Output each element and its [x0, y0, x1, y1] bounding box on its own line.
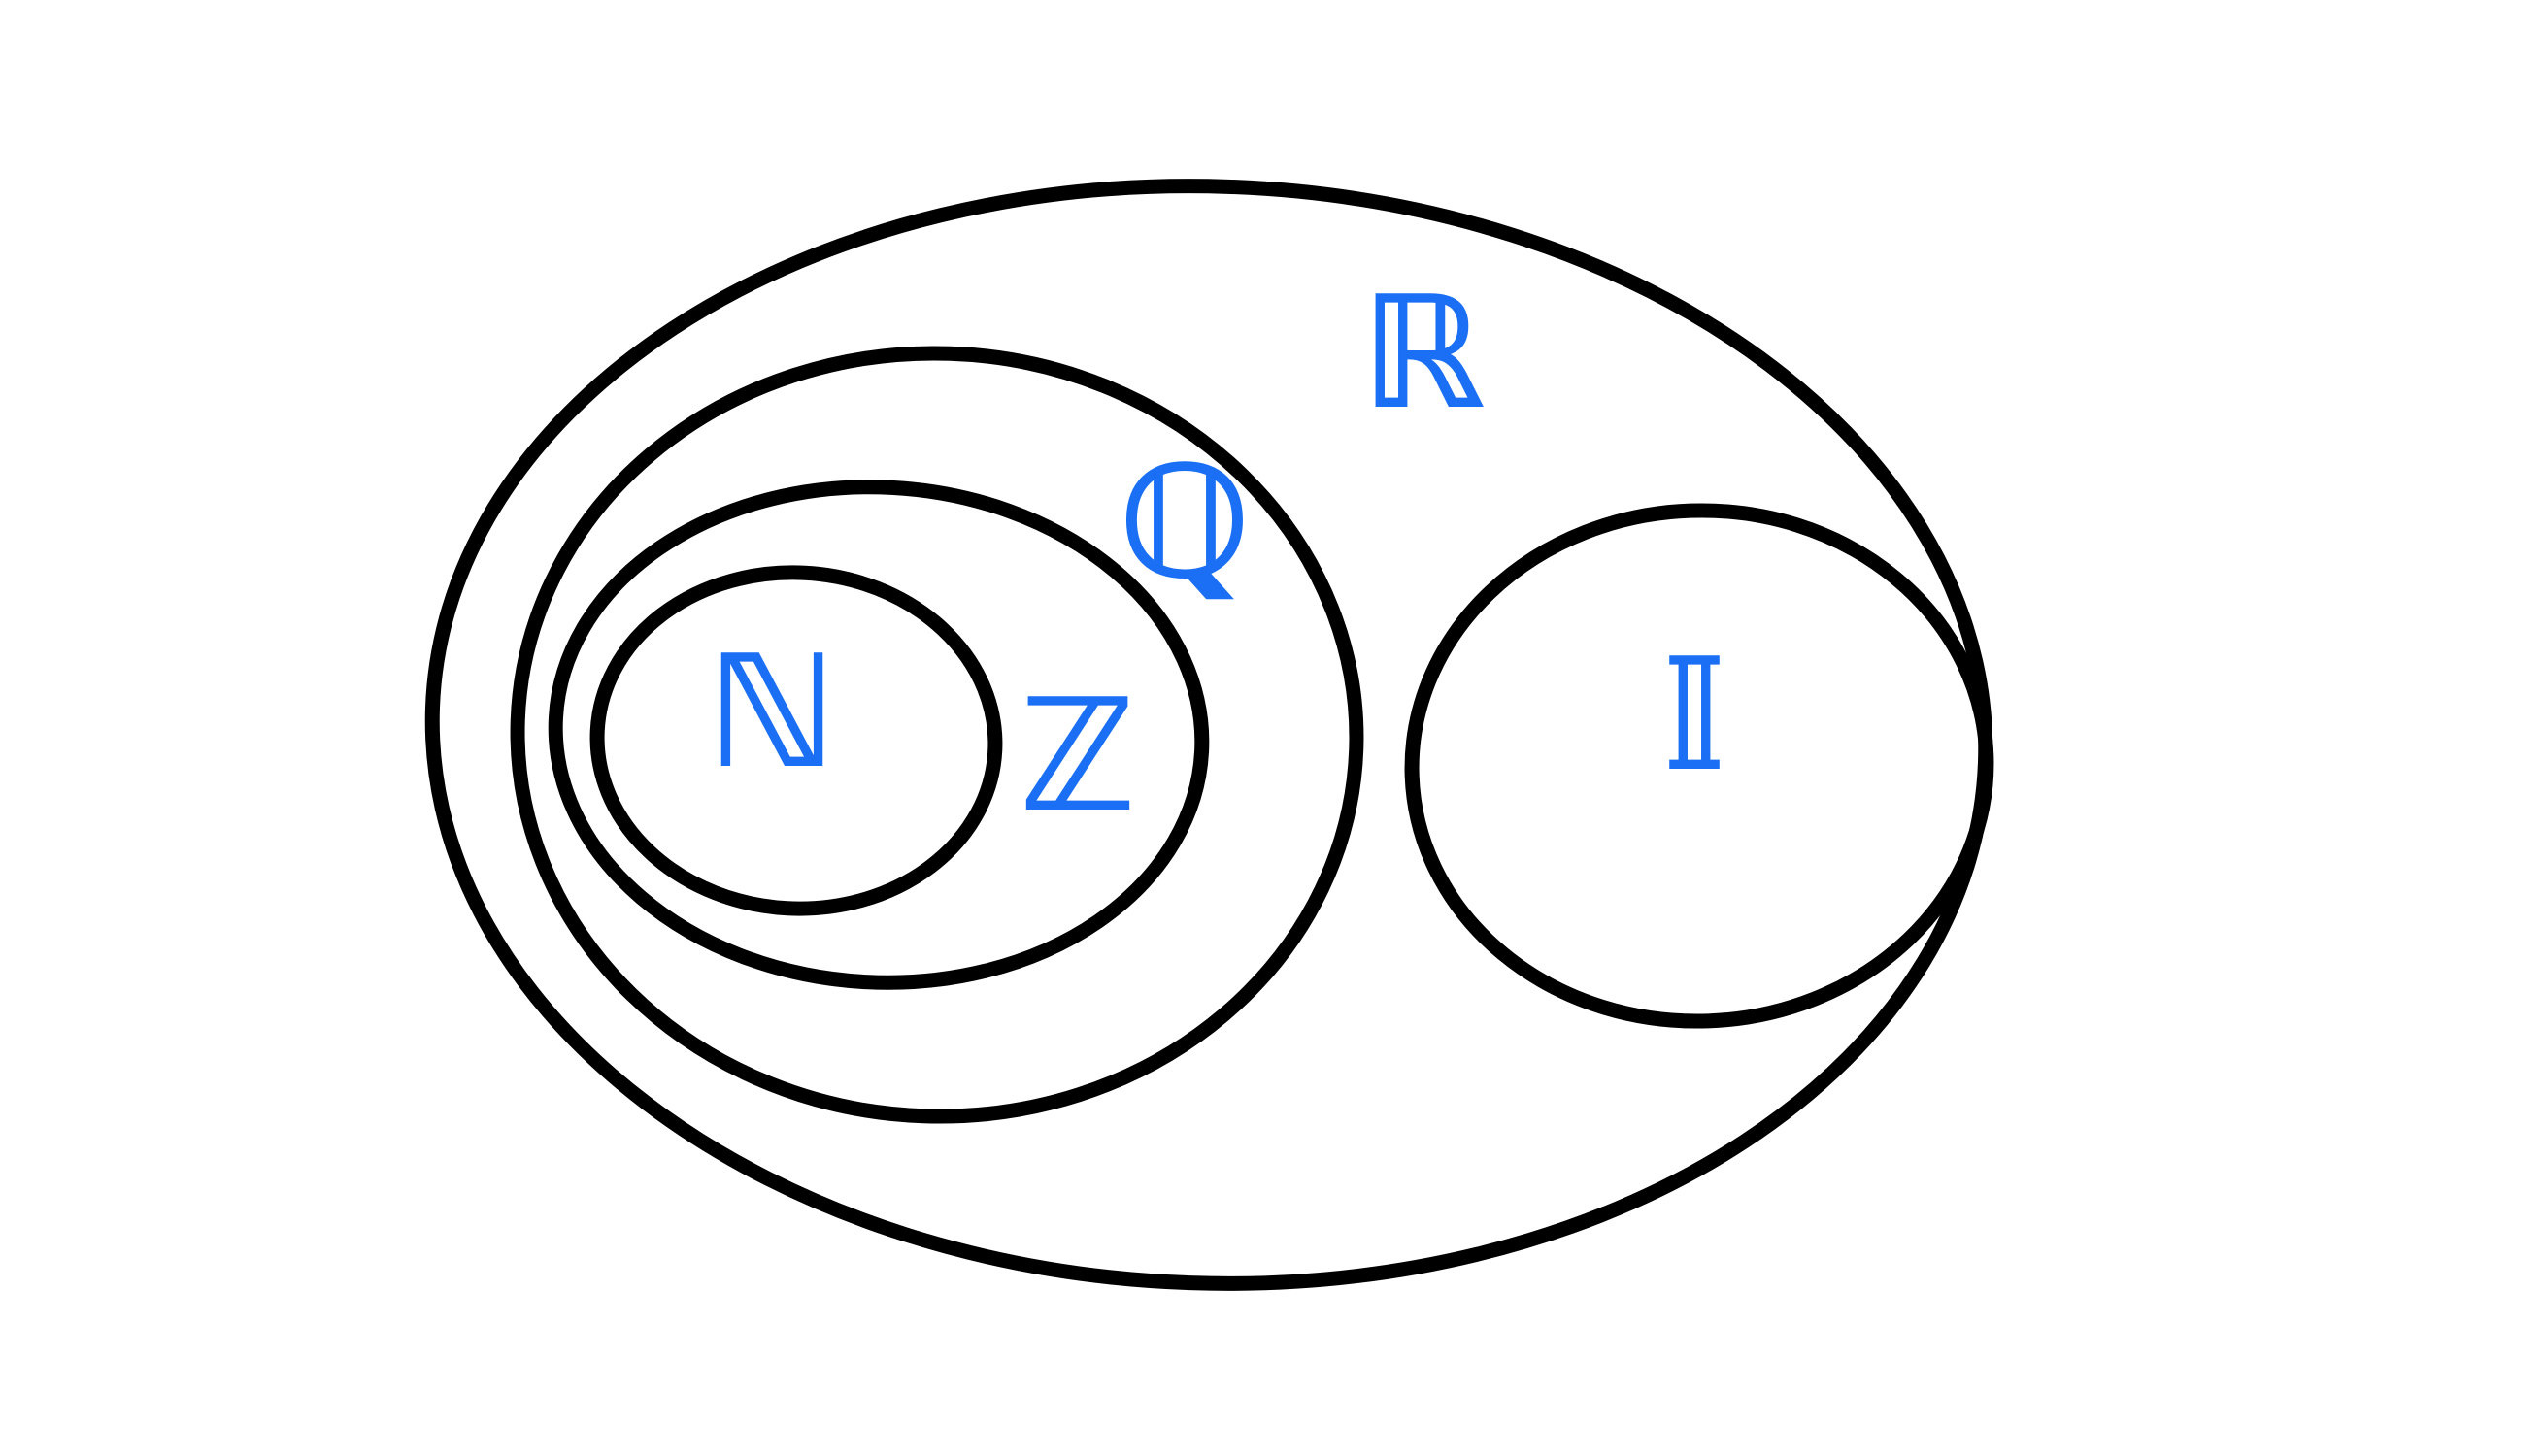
integer-set-ellipse [548, 480, 1210, 990]
real-set-label: ℝ [1360, 262, 1485, 444]
natural-set-ellipse [589, 565, 1003, 916]
irrational-set-label: 𝕀 [1658, 624, 1730, 806]
integer-set-label: ℤ [1020, 665, 1137, 846]
rational-set-label: ℚ [1119, 432, 1251, 613]
natural-set-label: ℕ [707, 621, 837, 803]
irrational-set-ellipse [1404, 503, 1994, 1029]
rational-set-ellipse [510, 346, 1364, 1124]
